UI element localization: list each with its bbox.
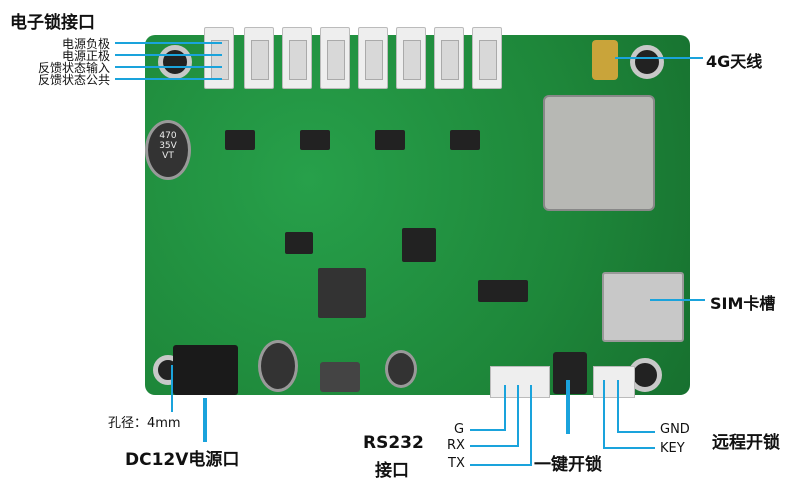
antenna-label: 4G天线 [706, 52, 763, 71]
regulator [318, 268, 366, 318]
lock-connector [282, 27, 312, 89]
sim-label: SIM卡槽 [710, 294, 776, 313]
lock-connector [434, 27, 464, 89]
dc-jack [173, 345, 238, 395]
mounting-hole [158, 45, 192, 79]
chip [450, 130, 480, 150]
hole-label: 孔径：4mm [108, 416, 181, 431]
button-label: 一键开锁 [534, 455, 602, 475]
cap-text: 35V [159, 141, 177, 151]
capacitor [258, 340, 298, 392]
lock-interface-title: 电子锁接口 [10, 13, 95, 33]
lock-connector [320, 27, 350, 89]
chip [300, 130, 330, 150]
pin-label: 反馈状态公共 [37, 73, 110, 87]
pin-tx: TX [448, 456, 465, 471]
power-label: DC12V电源口 [125, 450, 240, 470]
chip [225, 130, 255, 150]
chip [375, 130, 405, 150]
lock-connector [472, 27, 502, 89]
pin-label: 电源正极 [61, 49, 110, 63]
chip [478, 280, 528, 302]
chip [285, 232, 313, 254]
rs232-label: 接口 [375, 461, 409, 481]
lock-connector [396, 27, 426, 89]
mounting-hole [630, 45, 664, 79]
4g-module [543, 95, 655, 211]
pin-rx: RX [447, 438, 465, 453]
pin-label: 反馈状态输入 [37, 61, 110, 75]
cap-text: 470 [159, 131, 177, 141]
rs232-connector [490, 366, 550, 398]
inductor [320, 362, 360, 392]
sim-slot [602, 272, 684, 342]
remote-label: 远程开锁 [712, 433, 780, 453]
pin-gnd: GND [660, 422, 690, 437]
remote-connector [593, 366, 635, 398]
lock-connector [244, 27, 274, 89]
rs232-label: RS232 [363, 433, 424, 453]
pin-g: G [454, 422, 465, 437]
mcu-chip [402, 228, 436, 262]
pin-key: KEY [660, 441, 685, 456]
pin-label: 电源负极 [61, 37, 110, 51]
cap-text: VT [162, 151, 174, 161]
antenna-connector [592, 40, 618, 80]
capacitor [385, 350, 417, 388]
lock-connector [358, 27, 388, 89]
